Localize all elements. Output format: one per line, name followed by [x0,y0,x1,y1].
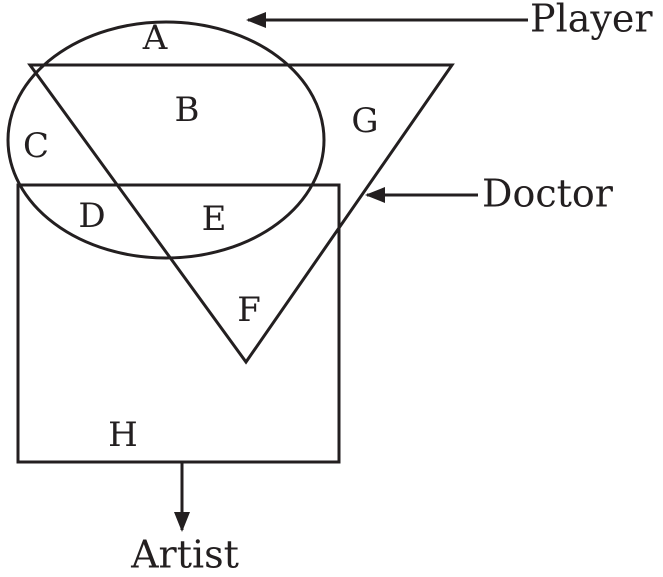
region-h-label: H [108,415,138,455]
region-f-label: F [237,290,261,330]
region-g-label: G [351,101,378,141]
doctor-triangle [27,63,455,365]
region-c-label: C [23,126,49,166]
region-d-label: D [78,196,105,236]
region-b-label: B [175,90,200,130]
artist-square [16,183,341,464]
player-label: Player [530,0,653,41]
region-e-label: E [202,199,227,239]
region-a-label: A [142,18,168,58]
artist-label: Artist [130,533,239,577]
doctor-label: Doctor [482,172,614,216]
player-ellipse [6,20,326,260]
